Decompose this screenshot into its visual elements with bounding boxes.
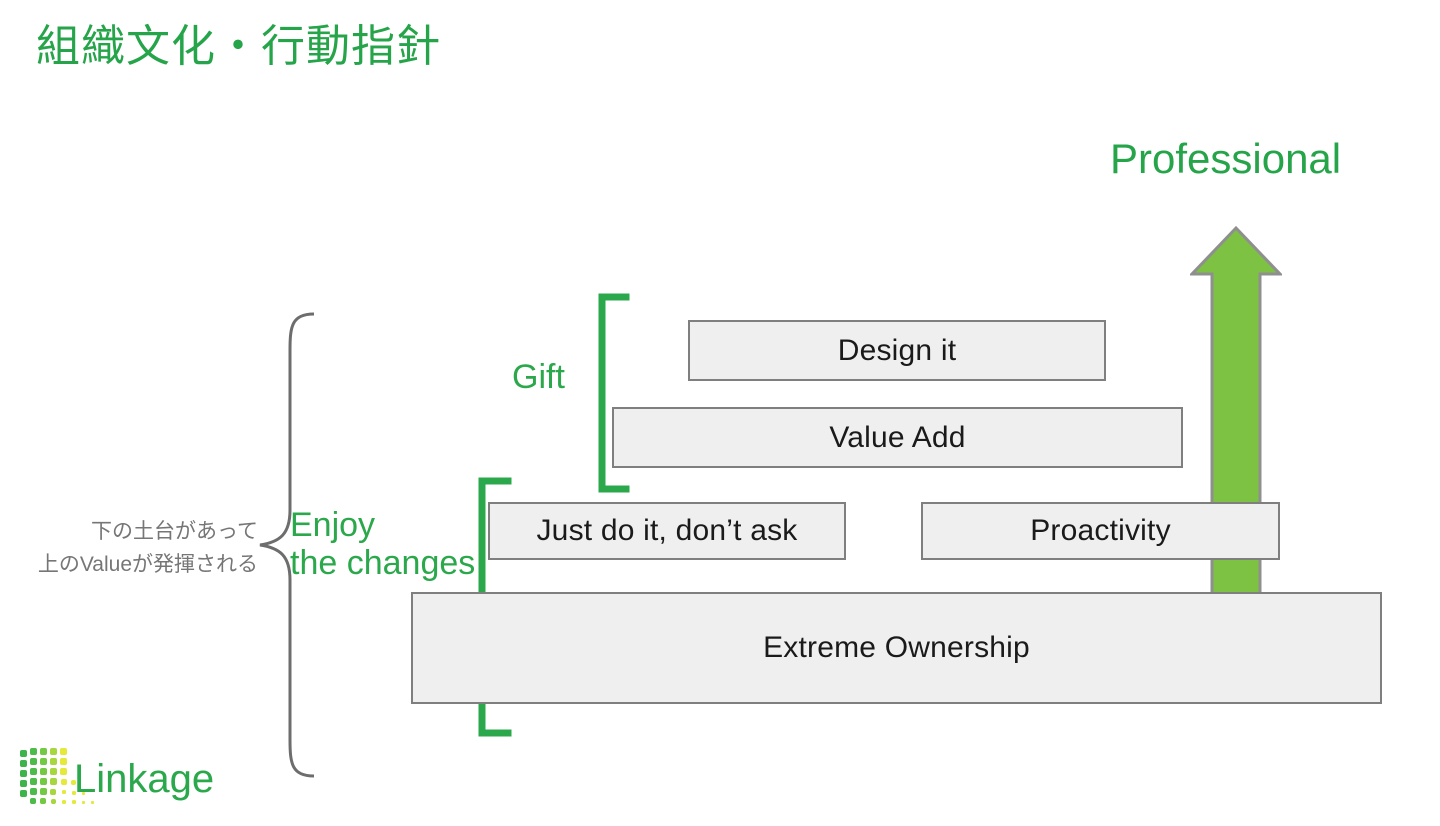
page-title: 組織文化・行動指針 <box>36 22 441 71</box>
value-box-design-it[interactable]: Design it <box>688 320 1106 381</box>
group-bracket-gift <box>598 293 630 493</box>
value-box-just-do-it[interactable]: Just do it, don’t ask <box>488 502 846 560</box>
group-label-gift: Gift <box>512 358 565 396</box>
foundation-note: 下の土台があって 上のValueが発揮される <box>8 516 258 581</box>
direction-label-professional: Professional <box>1110 135 1342 182</box>
foundation-note-line1: 下の土台があって <box>91 520 258 543</box>
value-box-value-add[interactable]: Value Add <box>612 407 1183 468</box>
logo-linkage: Linkage <box>20 748 214 804</box>
group-label-enjoy-line2: the changes <box>290 544 476 583</box>
left-curly-brace-icon <box>259 312 315 778</box>
value-box-proactivity[interactable]: Proactivity <box>921 502 1280 560</box>
value-box-extreme-ownership[interactable]: Extreme Ownership <box>411 592 1382 704</box>
foundation-note-line2: 上のValueが発揮される <box>37 552 258 576</box>
dot-matrix-icon <box>20 748 94 804</box>
group-label-enjoy-line1: Enjoy <box>290 506 376 544</box>
logo-wordmark: Linkage <box>74 757 214 801</box>
